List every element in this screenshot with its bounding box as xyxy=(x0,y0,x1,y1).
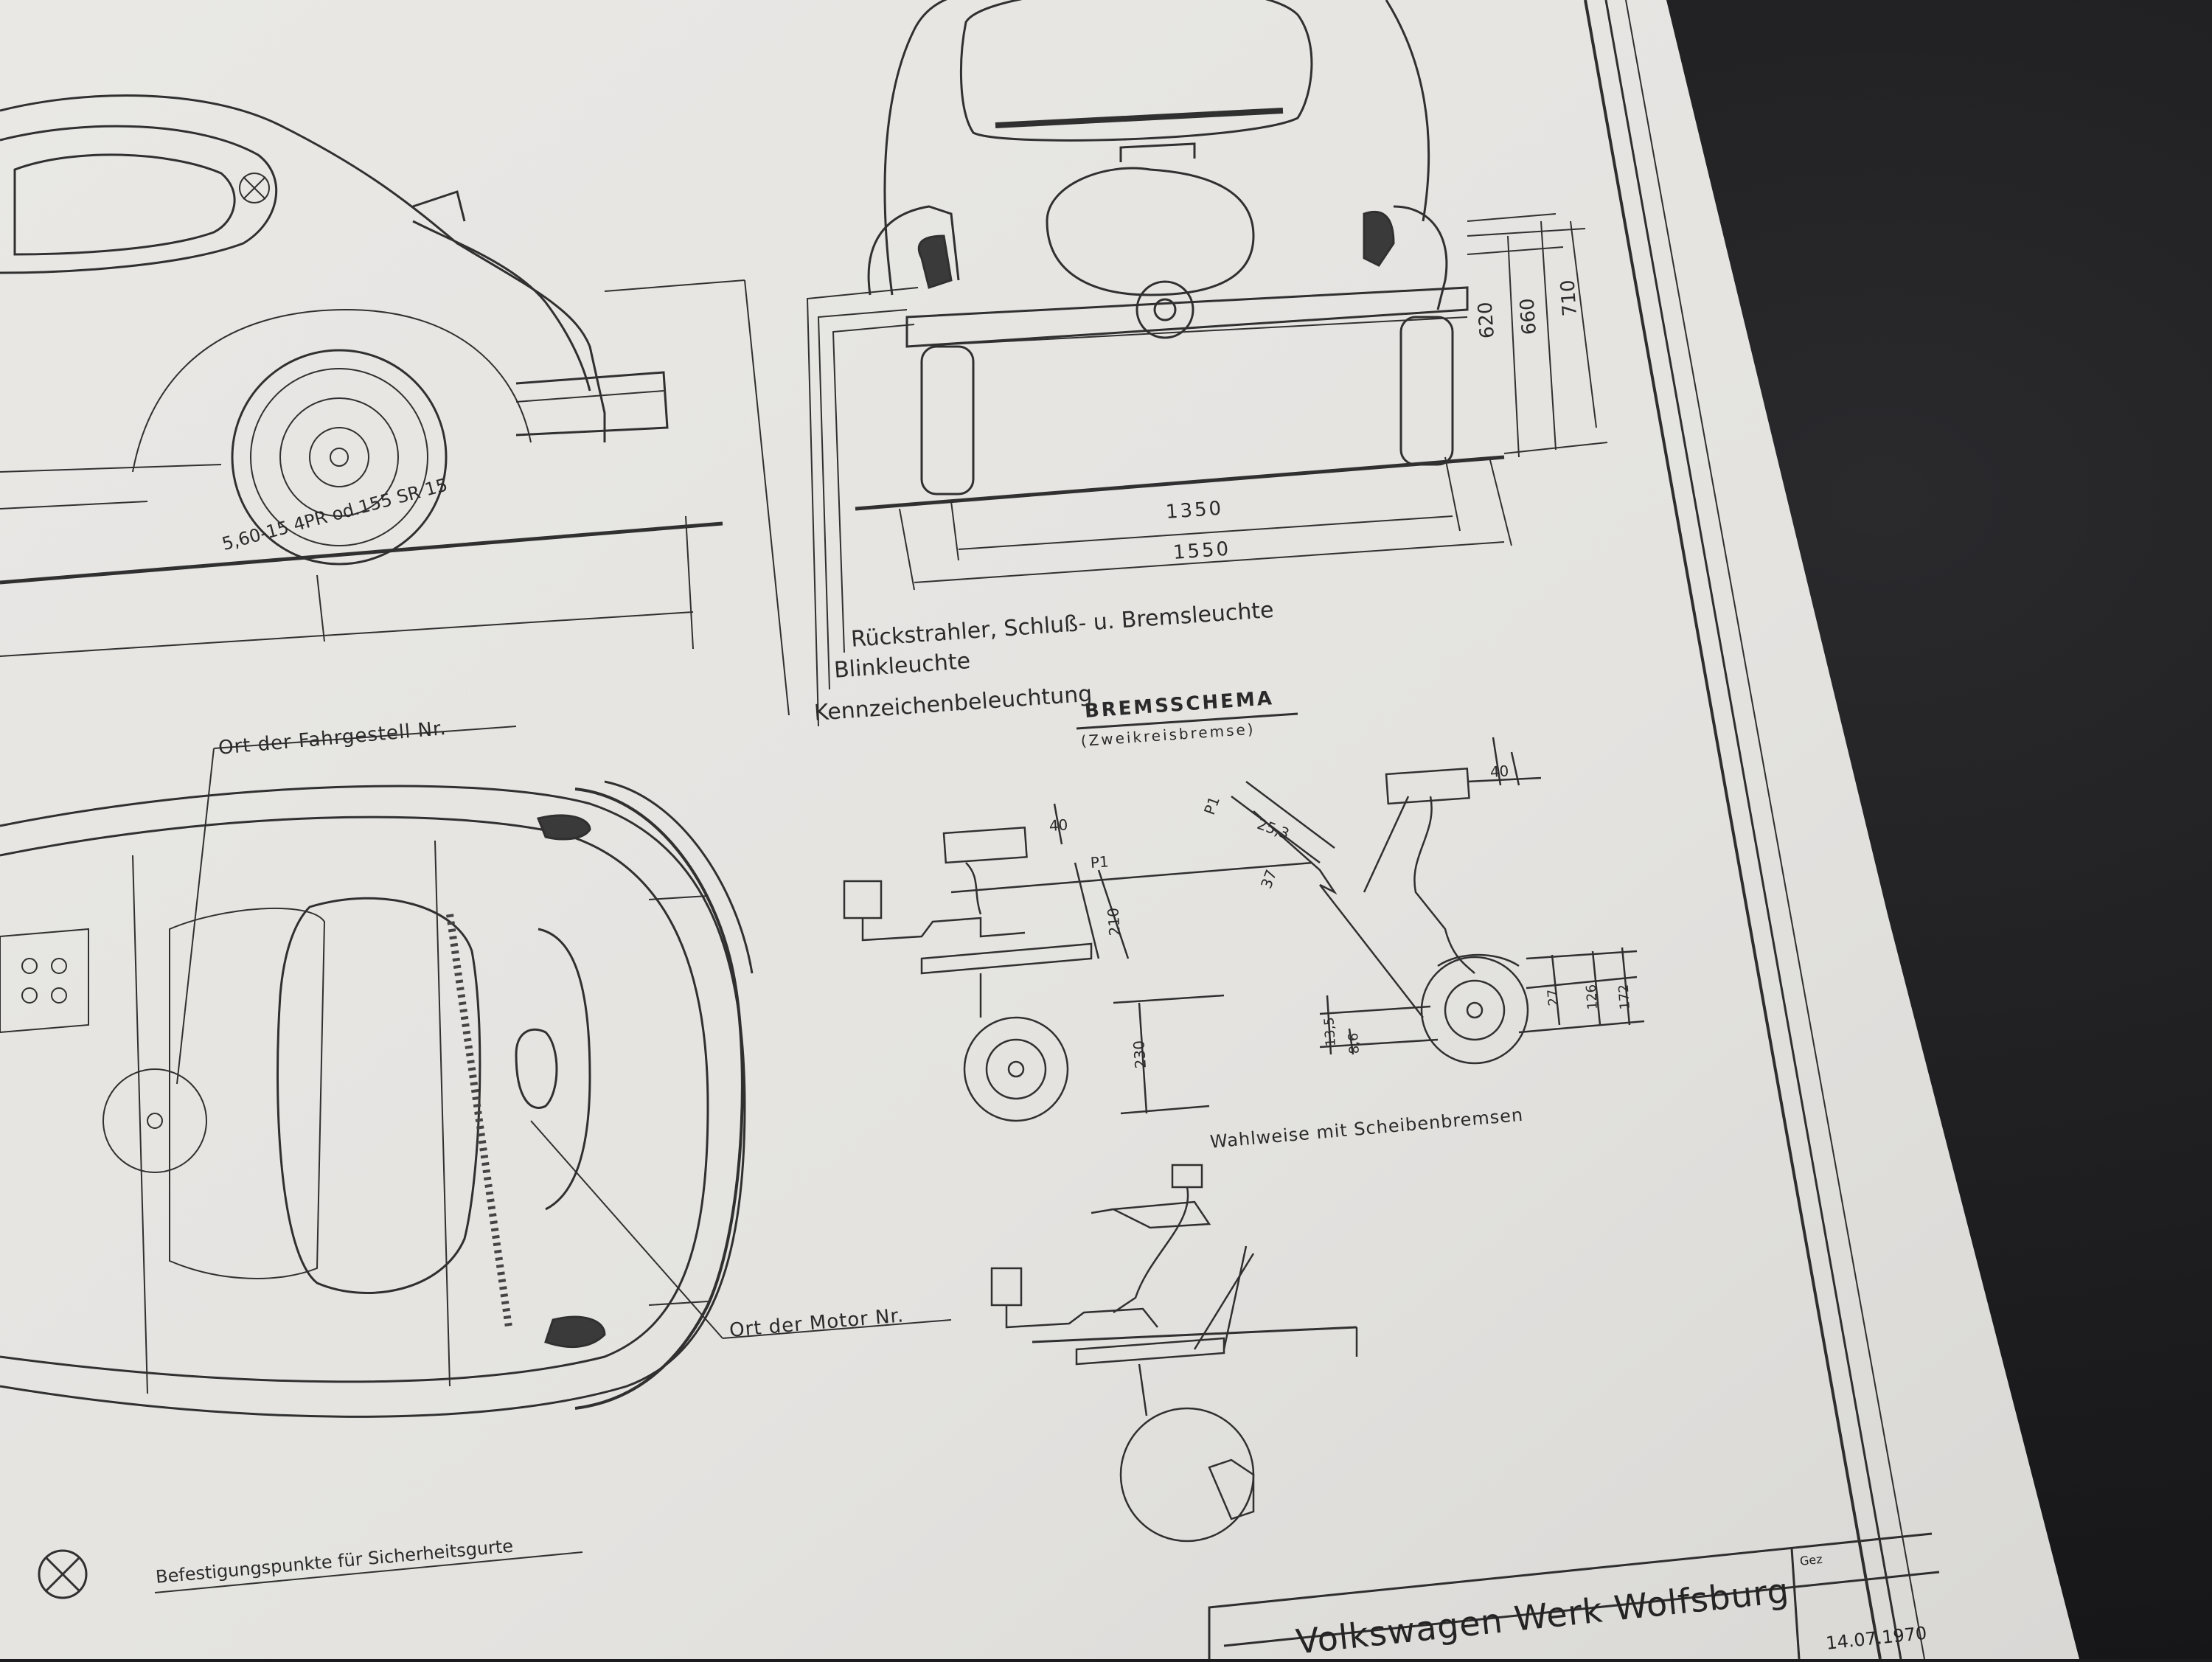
rear-dim-86: 8,6 xyxy=(1346,1032,1363,1054)
dim-620-label: 620 xyxy=(1474,301,1499,339)
paper-sheet xyxy=(0,0,2079,1659)
drawing-frame xyxy=(1584,0,1925,1659)
front-p1-label: P1 xyxy=(1090,852,1110,872)
rear-view-drawing xyxy=(806,0,1608,727)
title-block-gez-label: Gez xyxy=(1799,1551,1823,1568)
front-dim-230: 230 xyxy=(1130,1040,1150,1069)
dim-1350-label: 1350 xyxy=(1165,497,1225,524)
legend-underline xyxy=(154,1551,583,1593)
plan-view-drawing xyxy=(0,726,952,1418)
rear-dim-40: 40 xyxy=(1489,762,1510,781)
side-view-drawing xyxy=(0,94,790,716)
rear-dim-135: 13,5 xyxy=(1321,1016,1339,1047)
title-block-frame xyxy=(1208,1532,1940,1659)
rear-dim-126: 126 xyxy=(1583,984,1601,1010)
seatbelt-anchor-icon xyxy=(38,1549,88,1599)
rear-dim-172: 172 xyxy=(1615,984,1633,1010)
dim-710-label: 710 xyxy=(1557,279,1582,317)
front-dim-40: 40 xyxy=(1048,816,1069,835)
brake-schema-drawing xyxy=(843,712,1645,1543)
dim-660-label: 660 xyxy=(1516,297,1541,335)
rear-dim-27: 27 xyxy=(1545,988,1562,1006)
front-dim-210: 210 xyxy=(1104,907,1124,936)
dim-1550-label: 1550 xyxy=(1172,538,1232,564)
